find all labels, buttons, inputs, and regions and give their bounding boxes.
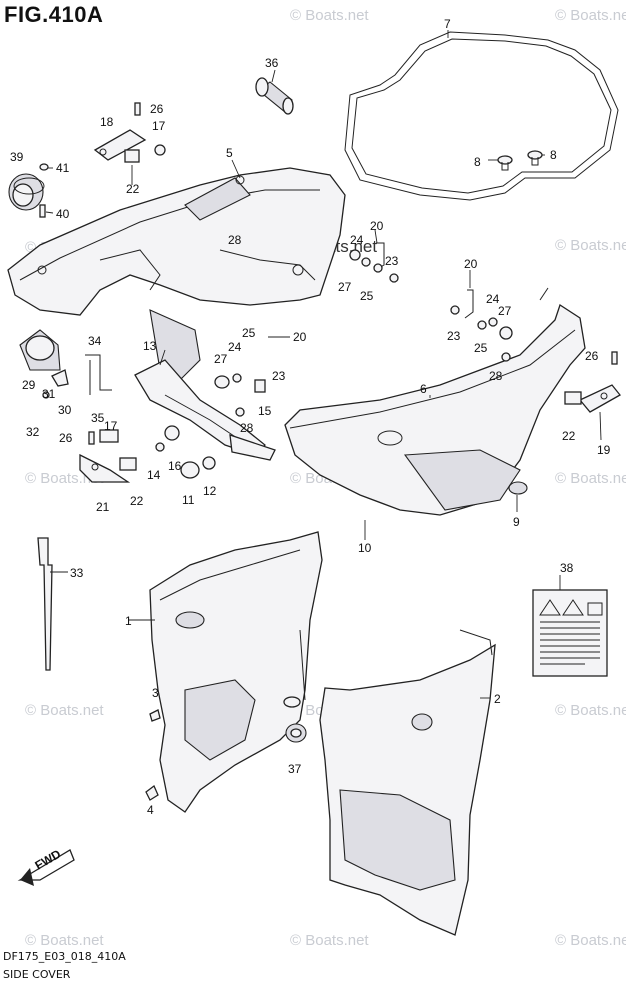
leader-lines: [45, 30, 602, 699]
tie-strap-part: [37, 537, 53, 671]
callout-11: 11: [182, 493, 195, 507]
callout-4: 4: [147, 803, 154, 817]
watermark-text: © Boats.net: [555, 702, 626, 719]
callout-2: 2: [494, 692, 501, 706]
callout-8: 8: [474, 155, 481, 169]
rear-upper-cover-part: [284, 287, 586, 516]
callout-13: 13: [143, 339, 157, 353]
callout-20b: 20: [464, 257, 478, 271]
callout-18: 18: [100, 115, 114, 129]
callout-8b: 8: [550, 148, 557, 162]
callout-35: 35: [91, 411, 105, 425]
lower-front-cover-part: [149, 531, 323, 813]
callout-41: 41: [56, 161, 70, 175]
upper-right-fasteners: [349, 242, 513, 362]
callout-24b: 24: [486, 292, 500, 306]
small-fasteners: [39, 102, 618, 445]
callout-19: 19: [597, 443, 611, 457]
callout-12: 12: [203, 484, 217, 498]
callout-22b: 22: [130, 494, 144, 508]
callout-24: 24: [350, 233, 364, 247]
callout-23c: 23: [272, 369, 286, 383]
callout-6: 6: [420, 382, 427, 396]
grommet-part: [497, 150, 543, 171]
callout-10: 10: [358, 541, 372, 555]
bracket-34-part: [85, 354, 112, 395]
clip-part: [42, 369, 69, 399]
callout-28: 28: [228, 233, 242, 247]
bracket-part: [93, 129, 166, 163]
callout-26b: 26: [585, 349, 599, 363]
watermark-text: © Boats.net: [555, 237, 626, 254]
callout-15: 15: [258, 404, 272, 418]
watermark-text: © Boats.net: [555, 470, 626, 487]
grommet-37-part: [285, 723, 307, 743]
watermark-text: © Boats.net: [555, 7, 626, 24]
fwd-arrow: FWD: [17, 847, 75, 886]
callouts: 1 2 3 4 5 6 7 8 8 9 10 11 12 13 14 15 16…: [10, 17, 611, 817]
callout-20: 20: [370, 219, 384, 233]
callout-25c: 25: [242, 326, 256, 340]
callout-9: 9: [513, 515, 520, 529]
callout-39: 39: [10, 150, 24, 164]
callout-34: 34: [88, 334, 102, 348]
linkage-assembly: [134, 359, 276, 461]
callout-26: 26: [150, 102, 164, 116]
watermark-text: © Boats.net: [290, 7, 369, 24]
callout-28b: 28: [489, 369, 503, 383]
callout-27b: 27: [498, 304, 512, 318]
watermark-text: © Boats.net: [25, 932, 104, 949]
warning-label-part: [532, 589, 608, 677]
callout-27c: 27: [214, 352, 228, 366]
callout-23b: 23: [447, 329, 461, 343]
callout-3: 3: [152, 686, 159, 700]
callout-31: 31: [42, 387, 56, 401]
callout-5: 5: [226, 146, 233, 160]
figure-code: DF175_E03_018_410A: [3, 950, 126, 963]
watermarks: © Boats.net © Boats.net © Boats.net © Bo…: [25, 7, 626, 949]
lower-rear-cover-part: [319, 629, 496, 936]
seal-ring-part: [344, 31, 619, 201]
front-upper-cover-part: [7, 167, 346, 316]
callout-1: 1: [125, 614, 132, 628]
callout-29: 29: [22, 378, 36, 392]
figure-title: FIG.410A: [4, 2, 104, 27]
callout-25b: 25: [474, 341, 488, 355]
plug-part: [255, 77, 294, 115]
callout-23: 23: [385, 254, 399, 268]
callout-17b: 17: [104, 419, 118, 433]
boot-part: [8, 173, 45, 211]
callout-22c: 22: [562, 429, 576, 443]
callout-21: 21: [96, 500, 110, 514]
callout-30: 30: [58, 403, 72, 417]
watermark-text: © Boats.net: [290, 932, 369, 949]
screws-3-4: [145, 709, 161, 801]
callout-40: 40: [56, 207, 70, 221]
callout-33: 33: [70, 566, 84, 580]
callout-28c: 28: [240, 421, 254, 435]
watermark-text: © Boats.net: [555, 932, 626, 949]
callout-26c: 26: [59, 431, 73, 445]
mid-fasteners: [79, 425, 180, 483]
callout-20c: 20: [293, 330, 307, 344]
callout-22: 22: [126, 182, 140, 196]
callout-24c: 24: [228, 340, 242, 354]
callout-38: 38: [560, 561, 574, 575]
grommet-29-part: [19, 329, 61, 371]
callout-16: 16: [168, 459, 182, 473]
watermark-text: © Boats.net: [25, 702, 104, 719]
callout-17: 17: [152, 119, 166, 133]
right-bracket-part: [564, 384, 621, 413]
callout-25: 25: [360, 289, 374, 303]
callout-14: 14: [147, 468, 161, 482]
figure-name: SIDE COVER: [3, 968, 71, 981]
callout-27: 27: [338, 280, 352, 294]
callout-37: 37: [288, 762, 302, 776]
callout-36: 36: [265, 56, 279, 70]
callout-32: 32: [26, 425, 40, 439]
lower-bushings: [180, 373, 266, 479]
callout-7: 7: [444, 17, 451, 31]
